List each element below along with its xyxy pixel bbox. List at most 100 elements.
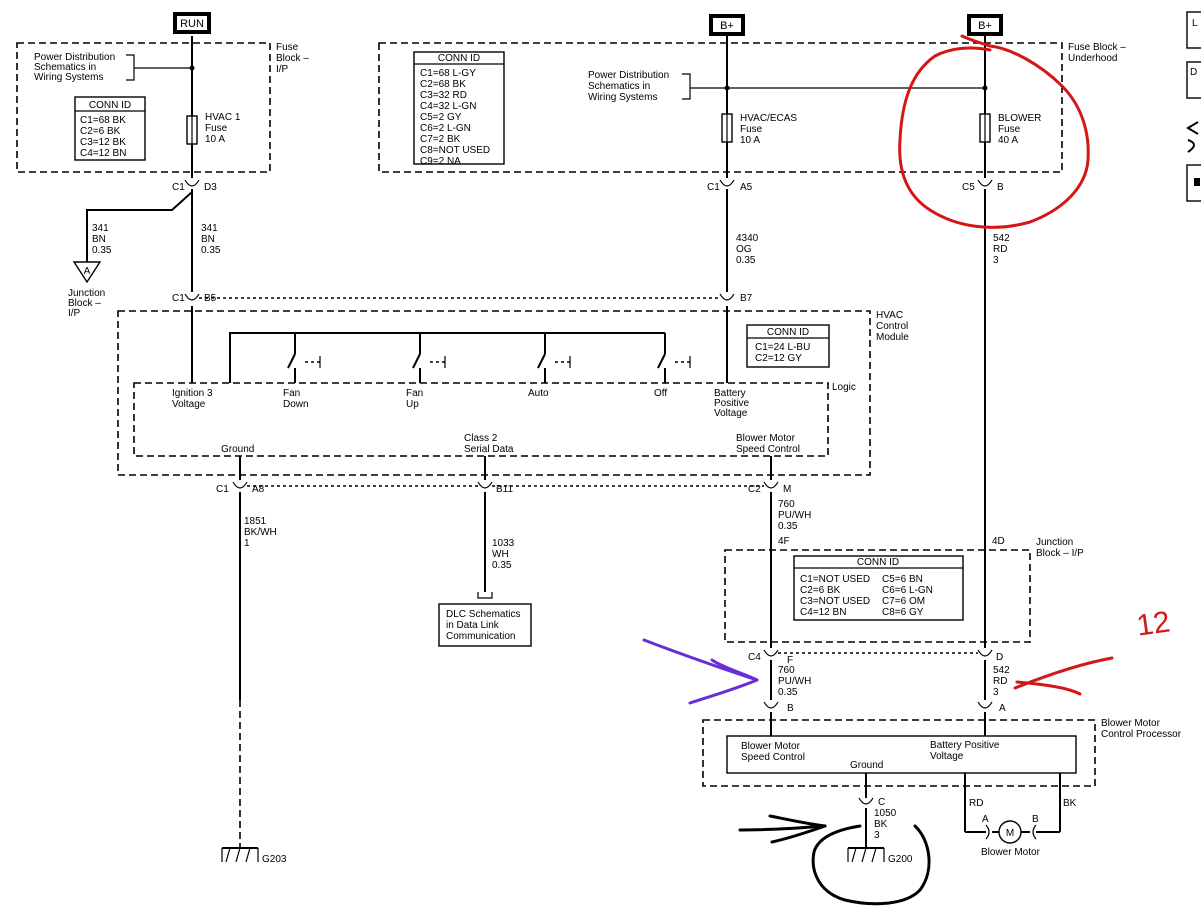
svg-text:1033: 1033: [492, 538, 515, 549]
svg-text:Blower Motor: Blower Motor: [736, 433, 796, 444]
svg-text:0.35: 0.35: [736, 255, 756, 266]
svg-text:CONN ID: CONN ID: [89, 100, 131, 111]
fuse-block-underhood: Fuse Block – Underhood CONN ID C1=68 L-G…: [378, 42, 1126, 173]
svg-text:RD: RD: [969, 798, 983, 809]
svg-text:B: B: [1032, 814, 1039, 825]
svg-text:C8=6 GY: C8=6 GY: [882, 607, 924, 618]
conn-id-uh-box: [413, 51, 505, 165]
svg-text:Blower Motor: Blower Motor: [981, 847, 1041, 858]
svg-text:Logic: Logic: [832, 382, 856, 393]
svg-text:A: A: [982, 814, 989, 825]
svg-text:C6=6 L-GN: C6=6 L-GN: [882, 585, 933, 596]
svg-text:Control Processor: Control Processor: [1101, 729, 1182, 740]
bplus-source-1: B+: [709, 14, 745, 36]
svg-text:BK: BK: [1063, 798, 1077, 809]
blower-motor-icon: [998, 820, 1022, 844]
junction-block-ip: Junction Block – I/P CONN ID C1=NOT USED…: [724, 537, 1084, 643]
dlc-schematics-box: [438, 603, 532, 647]
svg-text:4F: 4F: [778, 536, 790, 547]
svg-text:542: 542: [993, 233, 1010, 244]
svg-text:0.35: 0.35: [492, 560, 512, 571]
run-source: RUN: [173, 12, 211, 34]
svg-text:341: 341: [201, 223, 218, 234]
svg-text:M: M: [783, 484, 791, 495]
svg-text:C7=6 OM: C7=6 OM: [882, 596, 925, 607]
switch-auto: [537, 333, 571, 383]
svg-text:G203: G203: [262, 854, 287, 865]
conn-id-junction-box: [793, 555, 964, 621]
svg-text:Underhood: Underhood: [1068, 53, 1117, 64]
svg-text:C2=6 BK: C2=6 BK: [800, 585, 841, 596]
svg-text:I/P: I/P: [68, 308, 81, 319]
switch-fan-up: [412, 333, 446, 383]
svg-text:D: D: [996, 652, 1003, 663]
svg-text:Module: Module: [876, 332, 909, 343]
svg-text:F: F: [787, 655, 793, 666]
svg-text:Class 2: Class 2: [464, 433, 498, 444]
svg-text:B: B: [787, 703, 794, 714]
svg-text:in Data Link: in Data Link: [446, 620, 500, 631]
annotation-number: 12: [1134, 605, 1172, 642]
svg-text:PU/WH: PU/WH: [778, 676, 811, 687]
fuse-block-ip-label-1: Fuse: [276, 42, 299, 53]
svg-text:Auto: Auto: [528, 388, 549, 399]
svg-text:C4=32 L-GN: C4=32 L-GN: [420, 101, 476, 112]
switch-fan-down: [287, 333, 321, 383]
svg-text:1: 1: [244, 538, 250, 549]
pds-ip-1: Power Distribution: [34, 52, 115, 63]
red-circle-annotation: [898, 34, 1090, 229]
svg-text:Fan: Fan: [406, 388, 423, 399]
red-arrow-annotation: [1013, 656, 1114, 696]
svg-text:C2=68 BK: C2=68 BK: [420, 79, 466, 90]
svg-text:760: 760: [778, 499, 795, 510]
svg-text:Positive: Positive: [714, 398, 749, 409]
svg-text:RD: RD: [993, 244, 1007, 255]
svg-text:3: 3: [993, 255, 999, 266]
svg-text:B: B: [997, 182, 1004, 193]
svg-text:Ground: Ground: [221, 444, 254, 455]
svg-text:A8: A8: [252, 484, 265, 495]
svg-text:PU/WH: PU/WH: [778, 510, 811, 521]
svg-text:WH: WH: [492, 549, 509, 560]
svg-text:C4=12 BN: C4=12 BN: [80, 148, 126, 159]
svg-text:HVAC/ECAS: HVAC/ECAS: [740, 113, 797, 124]
svg-text:10 A: 10 A: [740, 135, 760, 146]
svg-text:DLC Schematics: DLC Schematics: [446, 609, 520, 620]
connector-c1-d3: C1 D3: [172, 179, 217, 193]
svg-text:Schematics in: Schematics in: [588, 81, 650, 92]
svg-text:C1: C1: [216, 484, 229, 495]
svg-text:OG: OG: [736, 244, 752, 255]
svg-text:Serial Data: Serial Data: [464, 444, 514, 455]
svg-text:HVAC: HVAC: [876, 310, 903, 321]
svg-text:C3=NOT USED: C3=NOT USED: [800, 596, 870, 607]
ground-g200-icon: [847, 847, 885, 863]
svg-text:Junction: Junction: [1036, 537, 1073, 548]
svg-text:RD: RD: [993, 676, 1007, 687]
connector-c5-b: C5 B: [962, 179, 1004, 193]
svg-text:C2: C2: [748, 484, 761, 495]
svg-text:341: 341: [92, 223, 109, 234]
black-arrow-annotation: [738, 814, 827, 844]
svg-text:C1: C1: [172, 293, 185, 304]
svg-text:A: A: [999, 703, 1006, 714]
svg-text:D: D: [1190, 67, 1197, 78]
svg-text:A: A: [84, 266, 91, 277]
svg-text:C2=6 BK: C2=6 BK: [80, 126, 121, 137]
svg-text:C5=6 BN: C5=6 BN: [882, 574, 923, 585]
pds-ip-3: Wiring Systems: [34, 72, 103, 83]
svg-text:C3=12 BK: C3=12 BK: [80, 137, 126, 148]
svg-text:C1=68 BK: C1=68 BK: [80, 115, 126, 126]
svg-text:Speed Control: Speed Control: [736, 444, 800, 455]
svg-text:D3: D3: [204, 182, 217, 193]
svg-text:Junction: Junction: [68, 288, 105, 299]
svg-text:Power Distribution: Power Distribution: [588, 70, 669, 81]
svg-text:CONN ID: CONN ID: [857, 557, 899, 568]
bplus-label-2: B+: [978, 20, 992, 32]
svg-text:C1=NOT USED: C1=NOT USED: [800, 574, 870, 585]
svg-text:CONN ID: CONN ID: [767, 327, 809, 338]
svg-text:Fuse: Fuse: [740, 124, 763, 135]
svg-text:40 A: 40 A: [998, 135, 1018, 146]
svg-text:0.35: 0.35: [778, 687, 798, 698]
